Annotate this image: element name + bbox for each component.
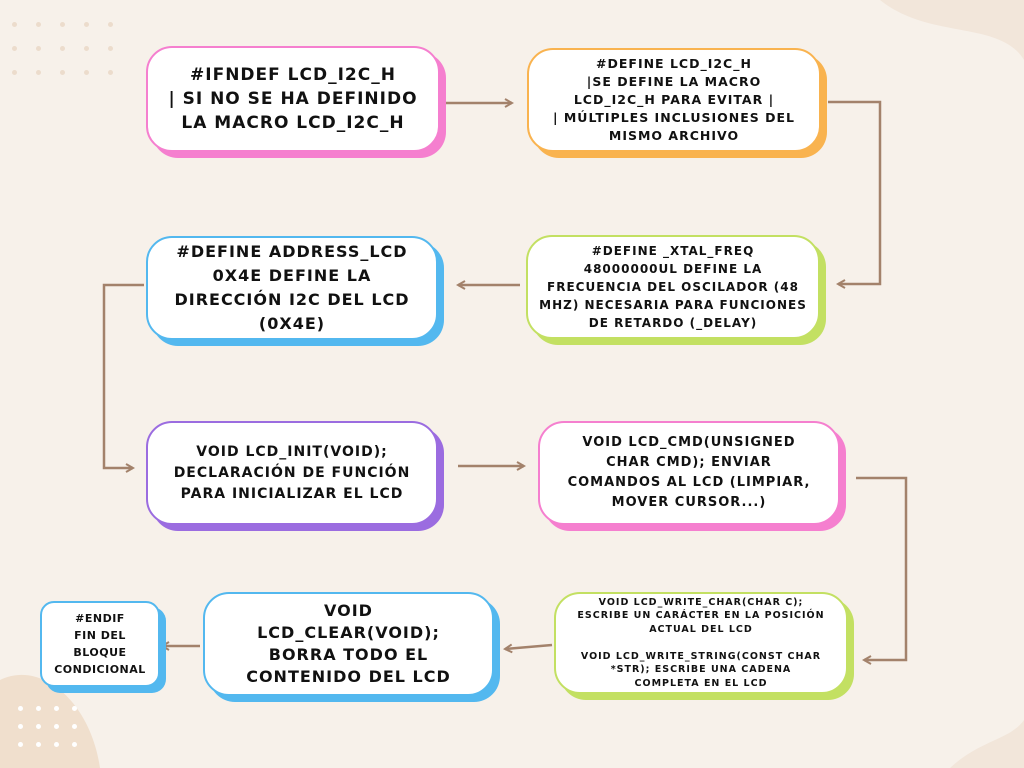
node-lcd-write-text: VOID LCD_WRITE_CHAR(CHAR C); ESCRIBE UN … — [577, 596, 825, 689]
arrow-lcd-cmd-to-lcd-write — [856, 476, 908, 660]
arrow-address-lcd-to-lcd-init — [102, 283, 144, 468]
node-xtal-freq-text: #DEFINE _XTAL_FREQ 48000000UL DEFINE LA … — [539, 244, 807, 330]
node-lcd-cmd-text: VOID LCD_CMD(UNSIGNED CHAR CMD); ENVIAR … — [567, 435, 811, 510]
node-lcd-clear-text: VOID LCD_CLEAR(VOID); BORRA TODO EL CONT… — [246, 601, 451, 686]
node-ifndef: #IFNDEF LCD_I2C_H | SI NO SE HA DEFINIDO… — [146, 46, 440, 152]
node-xtal-freq: #DEFINE _XTAL_FREQ 48000000UL DEFINE LA … — [526, 235, 820, 339]
node-lcd-cmd: VOID LCD_CMD(UNSIGNED CHAR CMD); ENVIAR … — [538, 421, 840, 525]
node-lcd-init: VOID LCD_INIT(VOID); DECLARACIÓN DE FUNC… — [146, 421, 438, 525]
arrow-lcd-write-to-lcd-clear — [505, 645, 553, 649]
node-address-lcd: #DEFINE ADDRESS_LCD 0X4E DEFINE LA DIREC… — [146, 236, 438, 340]
node-lcd-clear: VOID LCD_CLEAR(VOID); BORRA TODO EL CONT… — [203, 592, 494, 696]
decorative-dot-grid-bottom-left — [18, 706, 118, 766]
node-address-lcd-text: #DEFINE ADDRESS_LCD 0X4E DEFINE LA DIREC… — [174, 242, 410, 333]
node-lcd-init-text: VOID LCD_INIT(VOID); DECLARACIÓN DE FUNC… — [173, 443, 411, 502]
arrow-define-macro-to-xtal-freq — [828, 100, 882, 284]
node-endif: #ENDIF FIN DEL BLOQUE CONDICIONAL — [40, 601, 160, 687]
node-define-macro-text: #DEFINE LCD_I2C_H |SE DEFINE LA MACRO LC… — [552, 56, 796, 143]
node-ifndef-text: #IFNDEF LCD_I2C_H | SI NO SE HA DEFINIDO… — [168, 65, 418, 133]
decorative-dot-grid-top-left — [12, 22, 132, 92]
node-endif-text: #ENDIF FIN DEL BLOQUE CONDICIONAL — [54, 612, 146, 676]
node-lcd-write: VOID LCD_WRITE_CHAR(CHAR C); ESCRIBE UN … — [554, 592, 848, 694]
node-define-macro: #DEFINE LCD_I2C_H |SE DEFINE LA MACRO LC… — [527, 48, 821, 152]
